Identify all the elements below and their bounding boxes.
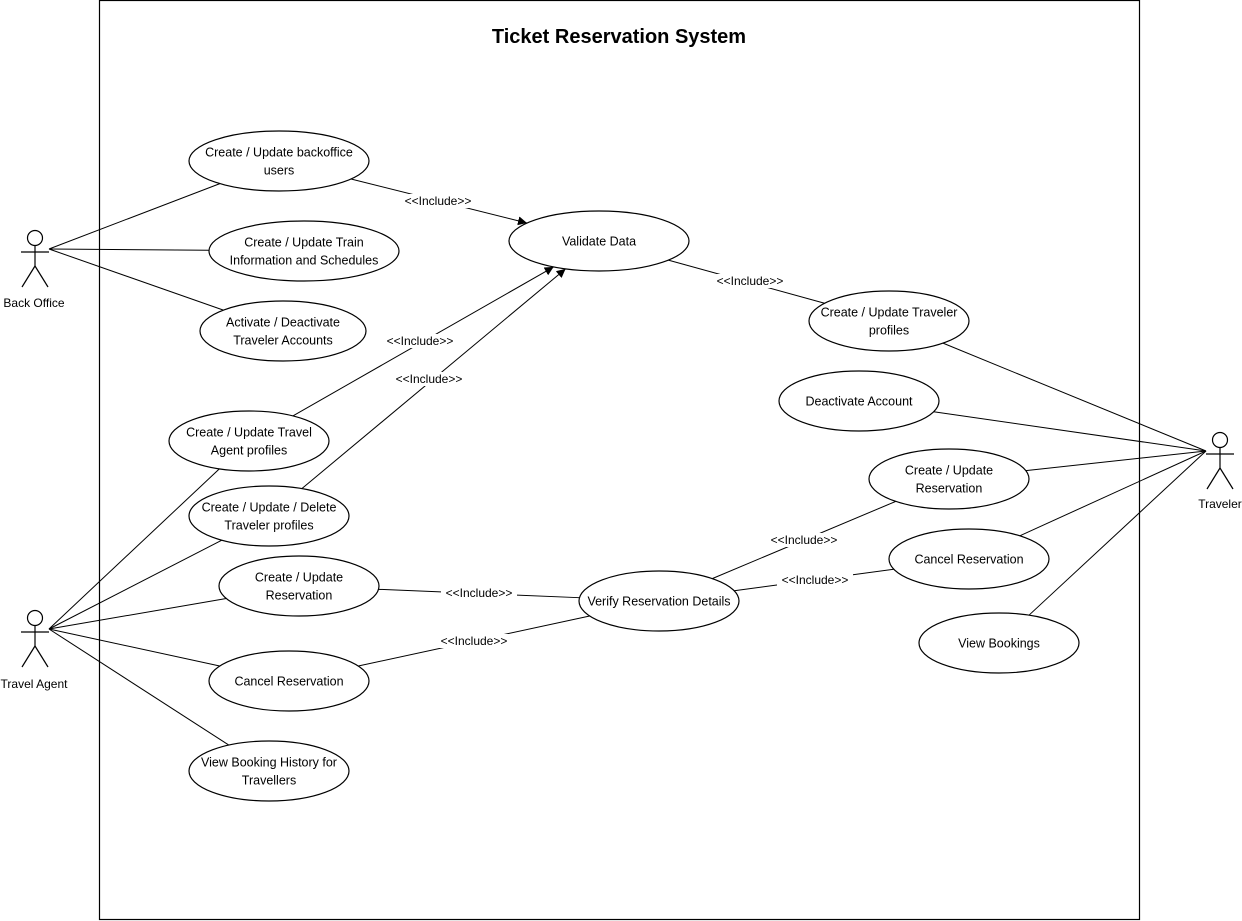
include-label-bg — [391, 372, 467, 386]
use-case-ellipse — [778, 370, 940, 432]
association-line — [48, 248, 210, 251]
association-line — [942, 342, 1207, 452]
use-case-label: Create / Update Traveler — [821, 306, 958, 320]
association-line — [933, 411, 1207, 452]
use-case-ellipse — [808, 290, 970, 352]
use-case-ellipse — [868, 448, 1030, 510]
use-case-label: Cancel Reservation — [914, 553, 1023, 567]
association-line — [48, 248, 224, 311]
use-case-validate: Validate Data — [508, 210, 690, 272]
association-line — [48, 628, 230, 746]
use-case-label: Deactivate Account — [805, 395, 913, 409]
use-case-label: Verify Reservation Details — [587, 595, 730, 609]
use-case-tr-bookings: View Bookings — [918, 612, 1080, 674]
stick-figure-icon — [1206, 431, 1234, 490]
actor-label: Back Office — [3, 296, 64, 310]
actor-back-office: Back Office — [3, 229, 65, 310]
include-label: <<Include>> — [771, 533, 838, 547]
include-label-bg — [777, 573, 853, 587]
include-label: <<Include>> — [441, 634, 508, 648]
use-case-bo-users: Create / Update backoffice users — [188, 130, 370, 192]
include-label-bg — [400, 194, 476, 208]
actor-label: Traveler — [1198, 497, 1242, 511]
actor-traveler: Traveler — [1198, 431, 1242, 511]
use-case-ellipse — [208, 220, 400, 282]
use-case-label: users — [264, 164, 295, 178]
include-label: <<Include>> — [717, 274, 784, 288]
association-line — [48, 628, 220, 667]
use-case-ellipse — [188, 130, 370, 192]
association-line — [48, 468, 220, 630]
association-line — [48, 539, 223, 630]
association-line — [48, 183, 221, 250]
use-case-ellipse — [208, 650, 370, 712]
use-case-ellipse — [888, 528, 1050, 590]
use-case-ellipse — [168, 410, 330, 472]
use-case-label: Agent profiles — [211, 444, 287, 458]
use-case-tr-profiles: Create / Update Traveler profiles — [808, 290, 970, 352]
use-case-label: Reservation — [266, 589, 333, 603]
include-label-bg — [436, 634, 512, 648]
association-line — [1028, 450, 1207, 616]
use-case-label: Create / Update Train — [244, 236, 364, 250]
include-label: <<Include>> — [396, 372, 463, 386]
use-case-label: Activate / Deactivate — [226, 316, 340, 330]
include-label-bg — [382, 334, 458, 348]
use-case-label: Travellers — [242, 774, 296, 788]
use-case-label: Cancel Reservation — [234, 675, 343, 689]
include-label-bg — [712, 274, 788, 288]
include-label: <<Include>> — [405, 194, 472, 208]
association-line — [1025, 450, 1207, 472]
use-case-verify: Verify Reservation Details — [578, 570, 740, 632]
use-case-ellipse — [188, 740, 350, 802]
use-case-label: Create / Update backoffice — [205, 146, 353, 160]
use-case-ta-cancel: Cancel Reservation — [208, 650, 370, 712]
association-line — [1019, 450, 1207, 537]
use-case-ellipse — [199, 300, 367, 362]
use-case-ellipse — [918, 612, 1080, 674]
use-case-tr-deactivate: Deactivate Account — [778, 370, 940, 432]
use-case-tr-cancel: Cancel Reservation — [888, 528, 1050, 590]
use-case-label: Reservation — [916, 482, 983, 496]
stick-figure-icon — [21, 609, 49, 668]
association-line — [48, 598, 227, 630]
include-label-bg — [766, 533, 842, 547]
include-label-bg — [441, 586, 517, 600]
use-case-label: Traveler profiles — [224, 519, 313, 533]
actor-label: Travel Agent — [1, 677, 69, 691]
stick-figure-icon — [21, 229, 49, 288]
use-case-ellipse — [218, 555, 380, 617]
use-case-label: Create / Update / Delete — [202, 501, 337, 515]
include-label: <<Include>> — [782, 573, 849, 587]
use-case-label: View Bookings — [958, 637, 1040, 651]
use-case-ellipse — [578, 570, 740, 632]
actor-travel-agent: Travel Agent — [1, 609, 69, 691]
use-case-ellipse — [188, 485, 350, 547]
use-case-ellipse — [508, 210, 690, 272]
use-case-label: Information and Schedules — [230, 254, 379, 268]
use-case-label: Create / Update — [255, 571, 343, 585]
use-case-label: profiles — [869, 324, 909, 338]
use-case-label: Create / Update — [905, 464, 993, 478]
use-case-label: Validate Data — [562, 235, 636, 249]
use-case-label: Traveler Accounts — [233, 334, 333, 348]
use-case-label: Create / Update Travel — [186, 426, 312, 440]
diagram-title: Ticket Reservation System — [492, 26, 746, 48]
include-label: <<Include>> — [387, 334, 454, 348]
use-case-label: View Booking History for — [201, 756, 337, 770]
include-label: <<Include>> — [446, 586, 513, 600]
